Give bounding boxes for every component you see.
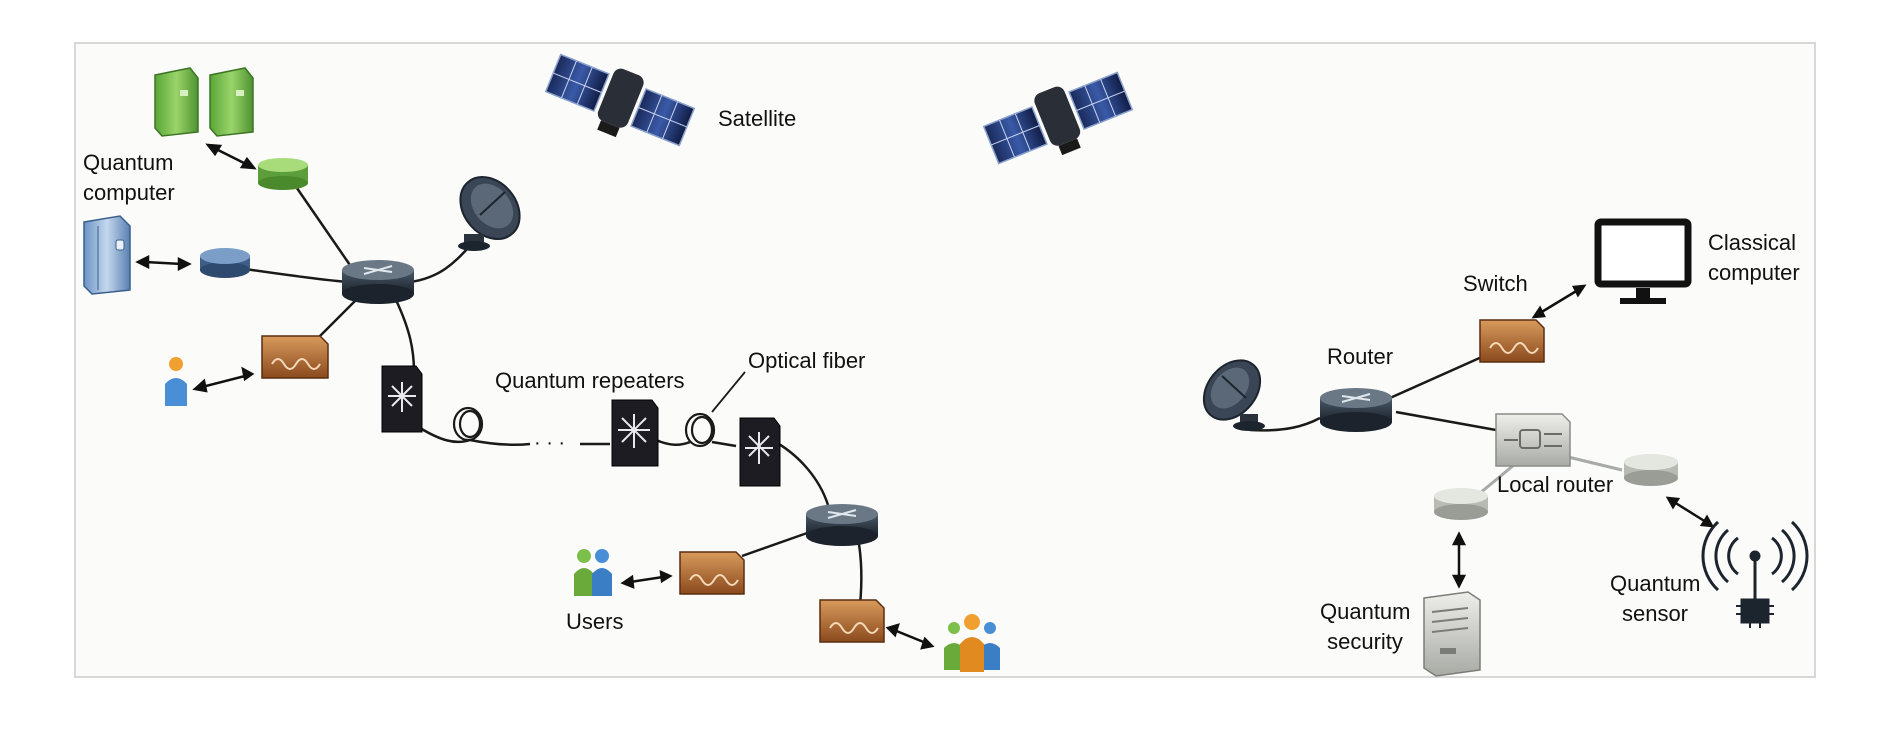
- satellite-label: Satellite: [718, 106, 797, 131]
- quantum-security-disk-icon: [1434, 488, 1488, 520]
- quantum-node-green-disk-icon: [258, 158, 308, 190]
- double-arrow-icon: [620, 569, 673, 589]
- users-group-icon: [944, 614, 1000, 672]
- optical-fiber-coil-1: [452, 406, 484, 442]
- classical-computer-icon: [1594, 218, 1692, 304]
- link-router2-to-switch-users: [741, 530, 811, 558]
- users-icon: [574, 549, 612, 596]
- link-local-to-sensor-disk: [1563, 454, 1623, 472]
- link-disk-blue-to-router: [237, 266, 349, 284]
- link-fiber1-to-dots: [469, 438, 531, 447]
- quantum-sensor-icon: [1701, 520, 1809, 628]
- switch-icon: [679, 551, 745, 595]
- link-router-to-dish: [409, 247, 469, 284]
- local-router-icon: [1495, 413, 1571, 467]
- link-dish-right-to-router: [1249, 416, 1321, 432]
- satellite-dish-icon: [1202, 359, 1265, 431]
- switch-label: Switch: [1463, 271, 1528, 296]
- repeater-chain-ellipsis: · · ·: [534, 432, 566, 454]
- satellite-icon: [544, 53, 696, 147]
- quantum-sensor-label-line2: sensor: [1621, 601, 1689, 626]
- satellite-dish-icon: [458, 176, 521, 251]
- link-router-to-repeater-1: [394, 299, 416, 373]
- double-arrow-icon: [135, 254, 192, 272]
- double-arrow-icon: [1531, 284, 1587, 319]
- link-router-right-to-switch: [1389, 354, 1485, 400]
- server-icon: [1423, 591, 1481, 677]
- classical-computer-label-line1: Classical: [1708, 230, 1797, 255]
- arrows: [135, 143, 1715, 650]
- switch-icon: [819, 599, 885, 643]
- quantum-security-label-line2: security: [1327, 629, 1403, 654]
- link-router-to-switch-left: [317, 299, 357, 339]
- link-router-right-to-local: [1395, 410, 1497, 432]
- router-icon: [342, 260, 414, 304]
- quantum-security-label-line1: Quantum: [1320, 599, 1411, 624]
- link-router2-to-switch-bottom: [856, 537, 863, 606]
- router-icon: [806, 504, 878, 546]
- double-arrow-icon: [885, 623, 935, 650]
- quantum-computer-label-line2: computer: [83, 180, 175, 205]
- link-repeater2-fiber: [655, 438, 691, 446]
- quantum-repeater-icon: [611, 399, 659, 467]
- satellite-icon: [982, 71, 1134, 165]
- quantum-computer-green-icon: [154, 67, 254, 137]
- optical-fiber-label: Optical fiber: [748, 348, 866, 373]
- link-disk-green-to-router: [288, 177, 354, 269]
- double-arrow-icon: [1665, 496, 1715, 528]
- double-arrow-icon: [205, 143, 257, 170]
- optical-fiber-coil-2: [684, 412, 716, 448]
- quantum-sensor-label-line1: Quantum: [1610, 571, 1701, 596]
- router-icon: [1320, 388, 1392, 432]
- link-fiber2-to-repeater3: [711, 440, 737, 448]
- quantum-node-blue-disk-icon: [200, 248, 250, 278]
- double-arrow-icon: [192, 366, 255, 393]
- quantum-repeater-icon: [739, 417, 781, 487]
- users-label: Users: [566, 609, 624, 634]
- double-arrow-icon: [1451, 531, 1467, 589]
- router-label: Router: [1327, 344, 1394, 369]
- quantum-computer-label-line1: Quantum: [83, 150, 174, 175]
- user-icon: [165, 357, 187, 406]
- quantum-repeaters-label: Quantum repeaters: [495, 368, 685, 393]
- quantum-repeater-icon: [381, 365, 423, 433]
- local-router-label: Local router: [1497, 472, 1614, 497]
- quantum-sensor-disk-icon: [1624, 454, 1678, 486]
- optical-fiber-pointer-line: [711, 371, 746, 413]
- switch-icon: [261, 335, 329, 379]
- switch-icon: [1479, 319, 1545, 363]
- quantum-computer-blue-icon: [83, 215, 131, 295]
- classical-computer-label-line2: computer: [1708, 260, 1800, 285]
